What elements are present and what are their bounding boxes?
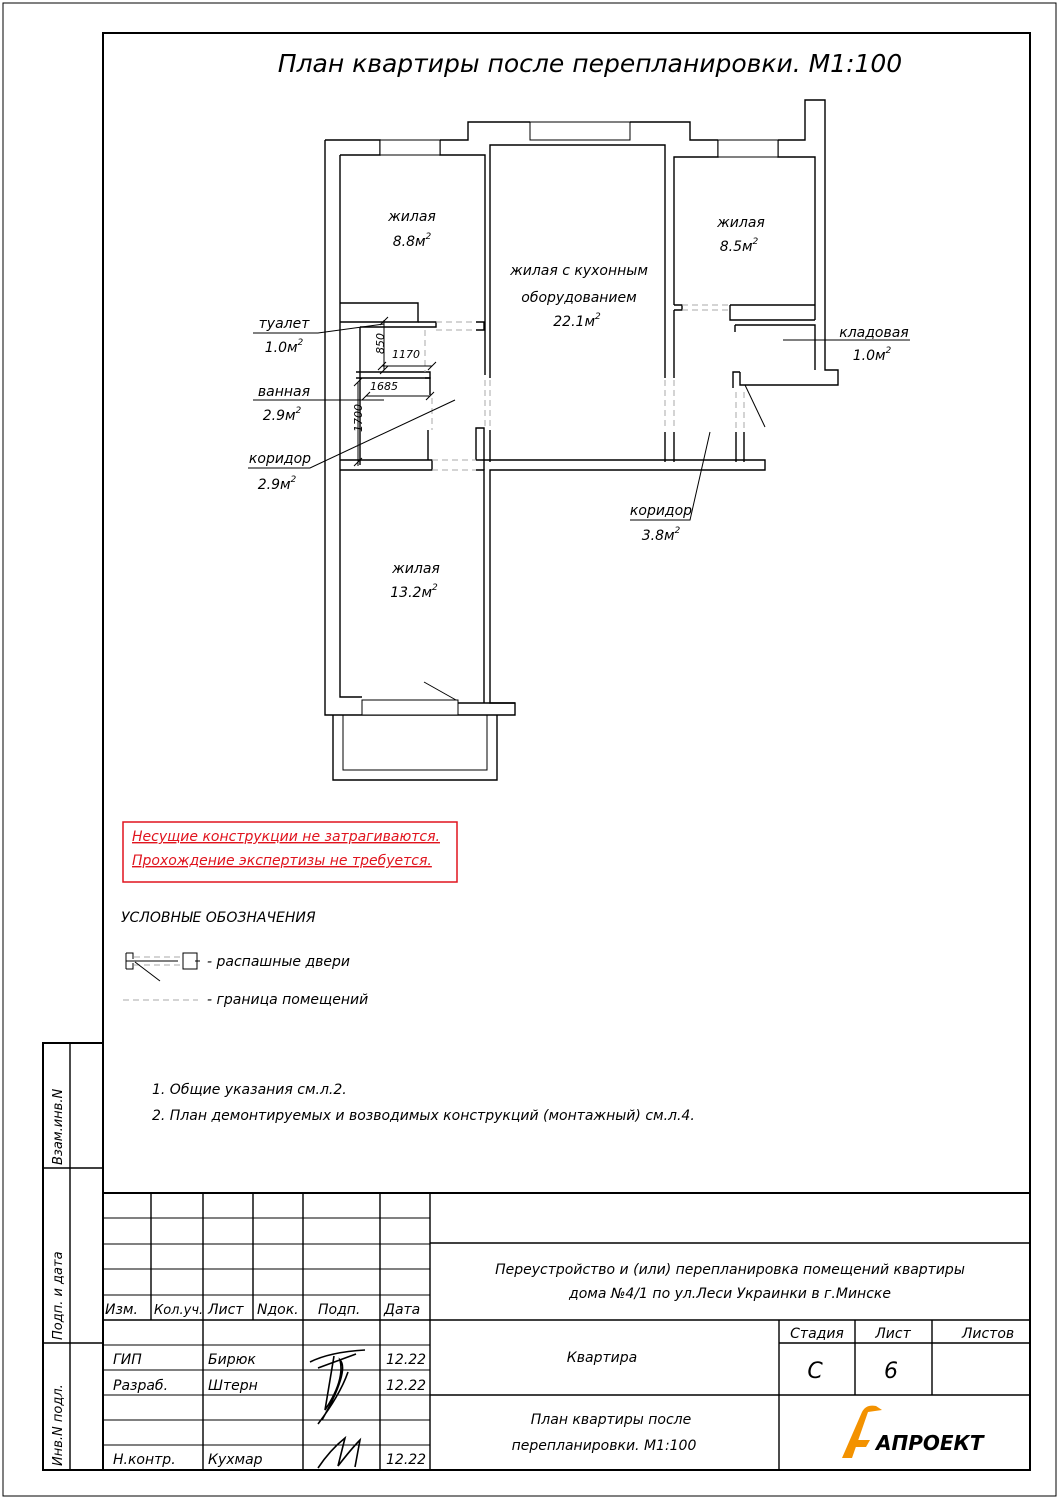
partition (340, 459, 433, 471)
sheets-label: Листов (961, 1326, 1014, 1342)
room-label: коридор (630, 503, 692, 519)
sheet-title: План квартиры после (531, 1412, 691, 1428)
room-label: оборудованием (521, 290, 637, 306)
legend-item: - граница помещений (207, 992, 368, 1008)
room-area: 3.8м (642, 528, 675, 544)
stamp-date: 12.22 (386, 1378, 426, 1394)
stamp-role: Разраб. (113, 1378, 168, 1394)
room-area: 2.9м (258, 477, 291, 493)
room-area: 1.0м (853, 348, 886, 364)
stamp-name: Кухмар (208, 1452, 263, 1468)
plan-title: План квартиры после перепланировки. М1:1… (278, 49, 902, 78)
room-label: жилая с кухонным (509, 263, 648, 279)
sheet-title: перепланировки. М1:100 (512, 1438, 697, 1454)
svg-text:1.0м2: 1.0м2 (853, 346, 892, 364)
legend: УСЛОВНЫЕ ОБОЗНАЧЕНИЯ - распашные двери -… (121, 910, 368, 1008)
room-area: 8.8м (393, 234, 426, 250)
stamp-header: Изм. (105, 1302, 138, 1318)
stamp-name: Штерн (208, 1378, 258, 1394)
room-label: коридор (249, 451, 311, 467)
swing-door-symbol (125, 952, 200, 970)
drawing-frame (102, 32, 1031, 1471)
room-area: 1.0м (265, 340, 298, 356)
title-block: Изм. Кол.уч. Лист Nдок. Подп. Дата ГИП Б… (102, 1192, 1031, 1471)
stamp-role: Н.контр. (113, 1452, 176, 1468)
notice-line: Прохождение экспертизы не требуется. (132, 853, 432, 869)
note: 2. План демонтируемых и возводимых конст… (152, 1108, 695, 1124)
window (717, 139, 779, 158)
stage-label: Стадия (790, 1326, 844, 1342)
side-strip: Взам.инв.N Подп. и дата Инв.N подл. (42, 1042, 104, 1471)
notice-box: Несущие конструкции не затрагиваются. Пр… (122, 821, 458, 883)
stamp-name: Бирюк (208, 1352, 256, 1368)
room-label: жилая (391, 561, 440, 577)
room-area: 2.9м (263, 408, 296, 424)
dimension-label: 850 (374, 333, 387, 354)
notice-line: Несущие конструкции не затрагиваются. (132, 829, 440, 845)
stamp-date: 12.22 (386, 1452, 426, 1468)
svg-text:8.5м2: 8.5м2 (720, 237, 759, 255)
side-label: Подп. и дата (51, 1251, 66, 1340)
room-area: 22.1м (553, 314, 595, 330)
svg-text:13.2м2: 13.2м2 (390, 583, 438, 601)
svg-text:1.0м2: 1.0м2 (265, 338, 304, 356)
object-name: Квартира (567, 1350, 637, 1366)
svg-text:2.9м2: 2.9м2 (263, 406, 302, 424)
room-label: жилая (387, 209, 436, 225)
svg-text:22.1м2: 22.1м2 (553, 312, 601, 330)
room-label: туалет (259, 316, 311, 332)
window (361, 699, 459, 716)
signature (309, 1349, 366, 1425)
project-line: дома №4/1 по ул.Леси Украинки в г.Минске (568, 1286, 891, 1302)
stamp-role: ГИП (113, 1352, 142, 1368)
window (379, 139, 441, 156)
side-label: Инв.N подл. (51, 1384, 66, 1466)
room-label: кладовая (839, 325, 908, 341)
window (529, 121, 631, 141)
room-area: 8.5м (720, 239, 753, 255)
svg-text:3.8м2: 3.8м2 (642, 526, 681, 544)
room-boundary (424, 304, 745, 471)
door-swing (423, 681, 457, 701)
room-area: 13.2м (390, 585, 432, 601)
room-label: ванная (258, 384, 310, 400)
company-logo: АПРОЕКТ (842, 1405, 985, 1458)
logo-text: АПРОЕКТ (874, 1431, 985, 1455)
leader-line (248, 399, 456, 469)
balcony (332, 715, 498, 781)
note: 1. Общие указания см.л.2. (152, 1082, 347, 1098)
sheet-value: 6 (884, 1359, 898, 1384)
svg-text:2.9м2: 2.9м2 (258, 475, 297, 493)
leader-line (630, 431, 711, 521)
stamp-header: Подп. (318, 1302, 360, 1318)
svg-text:8.8м2: 8.8м2 (393, 232, 432, 250)
stamp-header: Лист (207, 1302, 244, 1318)
stamp-date: 12.22 (386, 1352, 426, 1368)
project-line: Переустройство и (или) перепланировка по… (495, 1262, 965, 1278)
legend-item: - распашные двери (207, 954, 350, 970)
stamp-header: Nдок. (257, 1302, 299, 1318)
sheet-label: Лист (874, 1326, 911, 1342)
dimension-label: 1700 (352, 404, 365, 432)
room-label: жилая (716, 215, 765, 231)
stamp-header: Дата (383, 1302, 420, 1318)
signature (317, 1435, 362, 1469)
dimension-label: 1685 (370, 380, 398, 393)
legend-title: УСЛОВНЫЕ ОБОЗНАЧЕНИЯ (121, 910, 316, 926)
dimension-lines (353, 316, 437, 467)
leader-line (253, 323, 385, 334)
sanitary-block (340, 302, 419, 323)
dimension-label: 1170 (392, 348, 420, 361)
stage-value: С (807, 1359, 823, 1384)
stamp-header: Кол.уч. (154, 1303, 203, 1318)
door-swing (744, 384, 766, 428)
floor-plan: 850 1170 1685 1700 жилая 8.8м2 жилая с к… (248, 99, 910, 781)
side-label: Взам.инв.N (51, 1089, 66, 1165)
